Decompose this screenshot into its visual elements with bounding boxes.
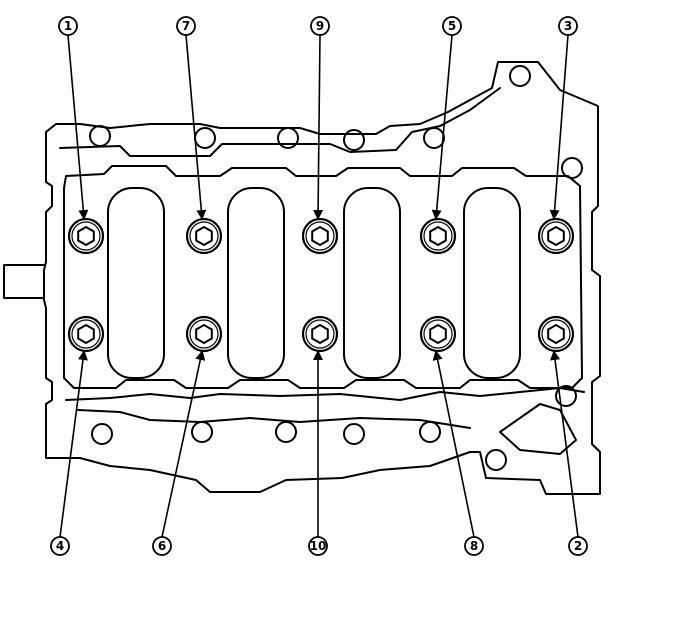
left-shaft-stub — [3, 264, 45, 299]
callout-number: 4 — [56, 539, 64, 553]
leader-arrow — [185, 34, 207, 220]
callout-number: 6 — [158, 539, 166, 553]
hex-socket-bolt-icon — [537, 217, 575, 255]
hex-socket-bolt-icon — [537, 315, 575, 353]
callout-bottom-2: 6 — [152, 350, 206, 556]
callout-top-1: 1 — [58, 16, 89, 220]
leader-arrow — [161, 350, 206, 538]
passage-holes — [89, 65, 583, 471]
callout-top-3: 9 — [310, 16, 330, 220]
hex-socket-bolt-icon — [301, 217, 339, 255]
leader-arrow — [431, 34, 453, 220]
head-outline — [43, 61, 601, 495]
callout-bottom-4: 8 — [432, 350, 484, 556]
callout-number: 8 — [470, 539, 478, 553]
bolt-heads — [67, 217, 575, 353]
port-1 — [107, 187, 165, 379]
hex-socket-bolt-icon — [419, 315, 457, 353]
callout-number: 3 — [564, 19, 572, 33]
leader-arrow — [550, 350, 579, 538]
callout-number: 2 — [574, 539, 582, 553]
callout-top-4: 5 — [431, 16, 462, 220]
port-openings — [107, 187, 521, 379]
leader-arrow — [67, 34, 89, 220]
hex-socket-bolt-icon — [185, 217, 223, 255]
callout-number: 9 — [316, 19, 324, 33]
hex-socket-bolt-icon — [185, 315, 223, 353]
hex-socket-bolt-icon — [301, 315, 339, 353]
leader-arrow — [59, 350, 88, 538]
callout-number: 1 — [64, 19, 72, 33]
callout-number: 7 — [182, 19, 190, 33]
callout-number: 5 — [448, 19, 456, 33]
callout-bottom-1: 4 — [50, 350, 88, 556]
callout-bottom-3: 10 — [308, 350, 328, 556]
callout-top-5: 3 — [549, 16, 578, 220]
hex-socket-bolt-icon — [67, 217, 105, 255]
callout-top-2: 7 — [176, 16, 207, 220]
sequence-callouts: 1 7 9 5 3 4 6 10 8 2 — [50, 16, 588, 556]
hex-socket-bolt-icon — [67, 315, 105, 353]
leader-arrow — [313, 34, 324, 220]
hex-socket-bolt-icon — [419, 217, 457, 255]
leader-arrow — [432, 350, 475, 538]
port-2 — [227, 187, 285, 379]
port-3 — [343, 187, 401, 379]
leader-arrow — [549, 34, 569, 220]
callout-bottom-5: 2 — [550, 350, 588, 556]
callout-number: 10 — [310, 539, 327, 553]
gasket-perimeter — [63, 165, 583, 389]
port-4 — [463, 187, 521, 379]
